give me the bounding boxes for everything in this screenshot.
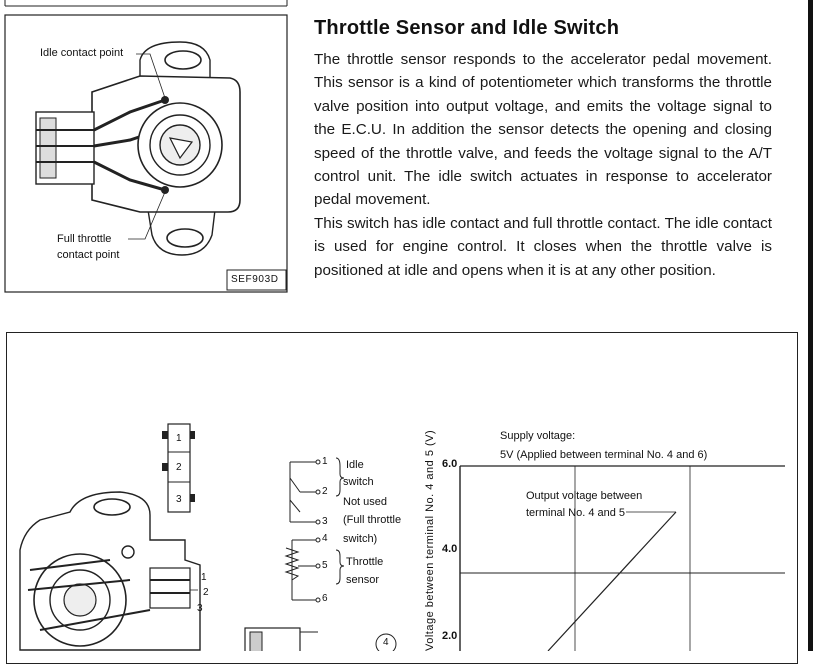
throttle-sensor-drawing [4,0,288,293]
output-voltage-label: Output voltage between [526,490,643,502]
legend-idle: Idle [346,459,364,471]
terminal-number: 4 [322,533,328,544]
legend-sensor: sensor [346,574,380,586]
full-throttle-contact-label: contact point [57,249,120,261]
output-voltage-line [547,511,677,651]
legend-switch-close: switch) [343,533,378,545]
figure-code: SEF903D [231,274,279,285]
side-pin-label: 1 [201,572,207,583]
terminal-number: 3 [322,516,328,527]
section-body: The throttle sensor responds to the acce… [314,48,772,282]
legend-not-used: Not used [343,496,388,508]
terminal-number: 6 [322,593,328,604]
legend-throttle: Throttle [346,556,384,568]
sensor-circuit-drawing [19,423,397,651]
y-tick-label: 2.0 [442,630,458,642]
y-tick-label: 6.0 [442,458,458,470]
side-pin-label: 3 [197,603,203,614]
terminal-number: 2 [322,486,328,497]
supply-voltage-detail: 5V (Applied between terminal No. 4 and 6… [500,449,708,461]
legend-switch: switch [343,476,374,488]
supply-voltage-label: Supply voltage: [500,430,576,442]
terminal-number: 1 [322,456,328,467]
body-paragraph: This switch has idle contact and full th… [314,214,772,279]
y-tick-label: 4.0 [442,543,458,555]
page-edge [808,0,813,651]
circle-label: 4 [383,637,389,648]
legend-full-throttle: (Full throttle [343,514,402,526]
connector-pin-label: 1 [176,433,182,444]
connector-pin-label: 3 [176,494,182,505]
figure-throttle-sensor: Idle contact point Full throttle contact… [0,0,290,300]
idle-contact-label: Idle contact point [40,47,124,59]
connector-pin-label: 2 [176,462,182,473]
side-pin-label: 2 [203,587,209,598]
output-voltage-detail: terminal No. 4 and 5 [526,507,626,519]
full-throttle-label: Full throttle [57,233,112,245]
section-heading: Throttle Sensor and Idle Switch [314,17,620,39]
terminal-number: 5 [322,560,328,571]
body-paragraph: The throttle sensor responds to the acce… [314,51,772,209]
